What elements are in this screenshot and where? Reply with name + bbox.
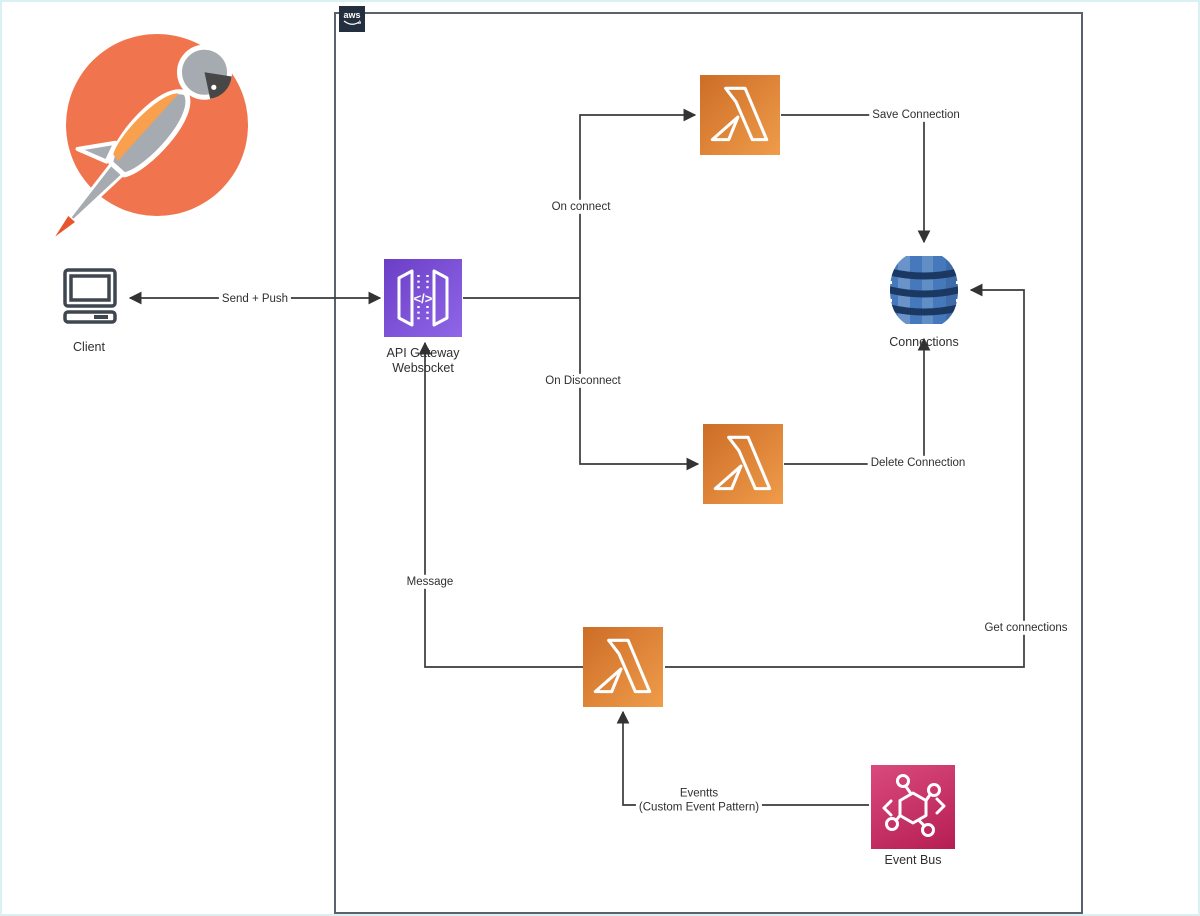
- lambda-on-disconnect-icon: [703, 424, 783, 504]
- lambda-on-connect-icon: [700, 75, 780, 155]
- edge-label-send-push: Send + Push: [218, 291, 292, 307]
- edge-label-events-line1: Eventts: [679, 787, 719, 800]
- api-gateway-label-line1: API Gateway: [386, 346, 460, 360]
- edge-label-delete-connection: Delete Connection: [867, 455, 969, 471]
- aws-smile-icon: [343, 20, 361, 25]
- edge-label-events-line2: (Custom Event Pattern): [638, 802, 760, 814]
- postman-rocket-fin: [75, 140, 118, 164]
- postman-logo: [55, 34, 248, 236]
- edge-label-message: Message: [403, 574, 457, 590]
- aws-logo-text: aws: [343, 10, 361, 20]
- client-base: [63, 310, 117, 324]
- dynamodb-label: Connections: [889, 335, 959, 349]
- event-bus-label: Event Bus: [884, 853, 942, 867]
- lambda-message-icon: [583, 627, 663, 707]
- client-icon: [63, 268, 117, 324]
- client-slot: [94, 315, 108, 319]
- client-label: Client: [73, 340, 105, 354]
- client-screen: [69, 274, 111, 302]
- api-gateway-right-panel: [432, 269, 449, 327]
- postman-visor-highlight: [211, 84, 217, 90]
- edge-label-events: Eventts (Custom Event Pattern): [635, 786, 763, 816]
- event-bus-hexagon: [898, 791, 928, 825]
- aws-cloud-boundary: [334, 12, 1083, 914]
- client-monitor: [63, 268, 117, 308]
- edge-label-on-disconnect: On Disconnect: [542, 373, 624, 389]
- postman-rocket-visor: [204, 72, 232, 99]
- edge-label-on-connect: On connect: [548, 199, 614, 215]
- api-gateway-icon: </>: [384, 259, 462, 337]
- dynamodb-icon: [888, 256, 960, 324]
- postman-rocket-body: [108, 89, 191, 178]
- aws-logo: aws: [339, 6, 365, 32]
- edge-label-get-connections: Get connections: [981, 620, 1071, 636]
- postman-rocket-panel: [113, 93, 179, 162]
- api-gateway-glyph: </>: [414, 291, 433, 306]
- edge-label-save-connection: Save Connection: [869, 107, 963, 123]
- event-bus-icon: [871, 765, 955, 849]
- api-gateway-left-panel: [397, 269, 414, 327]
- api-gateway-label: API Gateway Websocket: [387, 346, 460, 376]
- postman-rocket-tail-tip: [55, 216, 75, 236]
- api-gateway-label-line2: Websocket: [392, 361, 454, 375]
